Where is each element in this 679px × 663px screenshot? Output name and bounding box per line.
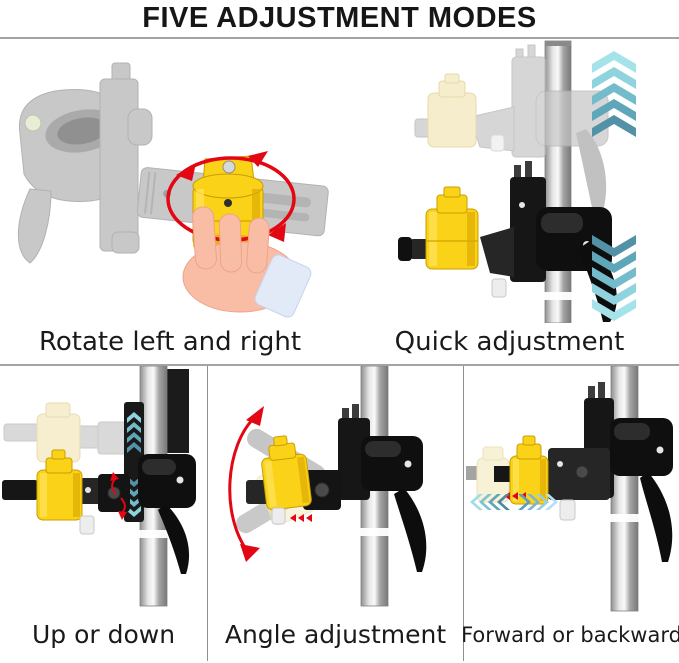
yellow-knob <box>261 435 312 511</box>
pole <box>610 366 639 612</box>
solid-clamp-assembly <box>548 382 673 562</box>
ghost-lever <box>17 188 52 264</box>
chevron-down-icon <box>592 235 636 321</box>
yellow-knob <box>36 449 83 521</box>
panel-updown: Up or down <box>0 366 207 661</box>
pole <box>544 40 572 323</box>
ghost-clamp-assembly <box>3 402 129 463</box>
top-row: Rotate left and right <box>0 39 679 366</box>
panel-rotate: Rotate left and right <box>0 39 340 364</box>
panel-angle: Angle adjustment <box>207 366 463 661</box>
rotate-illustration <box>17 62 329 318</box>
caption-rotate: Rotate left and right <box>38 327 302 357</box>
ghost-knob <box>36 402 81 463</box>
solid-clamp-assembly <box>398 161 617 322</box>
ghost-lever <box>576 129 607 221</box>
chevron-left-icon <box>470 494 510 510</box>
lever <box>158 504 190 574</box>
chevron-right-icon <box>518 494 558 510</box>
arm-and-knob <box>246 435 341 525</box>
arc-arrow-icon <box>228 406 264 562</box>
screw <box>222 160 236 174</box>
hand-icon <box>182 206 312 318</box>
ghost-clamp-assembly <box>17 62 329 264</box>
yellow-knob <box>425 186 479 270</box>
caption-updown: Up or down <box>31 620 176 649</box>
panel-quick: Quick adjustment <box>340 39 679 364</box>
caption-angle: Angle adjustment <box>224 620 447 649</box>
page-title: FIVE ADJUSTMENT MODES <box>142 2 537 34</box>
chevron-up-icon <box>592 51 636 137</box>
header: FIVE ADJUSTMENT MODES <box>0 0 679 39</box>
chevron-up-icon <box>127 412 141 453</box>
lever <box>578 241 617 322</box>
panel-forward: Forward or backward <box>461 366 679 661</box>
red-arrows-icon <box>110 472 127 520</box>
solid-clamp-assembly <box>2 449 196 574</box>
caption-quick: Quick adjustment <box>394 327 625 357</box>
ghost-knob <box>427 73 477 148</box>
yellow-knob <box>494 435 549 505</box>
back-plate <box>167 369 189 453</box>
caption-forward: Forward or backward <box>461 623 679 647</box>
lever <box>394 488 427 572</box>
bottom-row: Up or down <box>0 366 679 661</box>
solid-clamp-assembly <box>338 404 427 572</box>
lever <box>640 472 673 562</box>
forward-illustration <box>466 366 673 612</box>
ghost-clamp-assembly <box>414 44 609 221</box>
level-bubble <box>24 114 42 132</box>
red-dashes-icon <box>290 514 312 522</box>
sleeve <box>254 254 312 318</box>
updown-illustration <box>2 366 196 607</box>
angle-illustration <box>228 366 427 607</box>
quick-illustration <box>398 40 636 323</box>
